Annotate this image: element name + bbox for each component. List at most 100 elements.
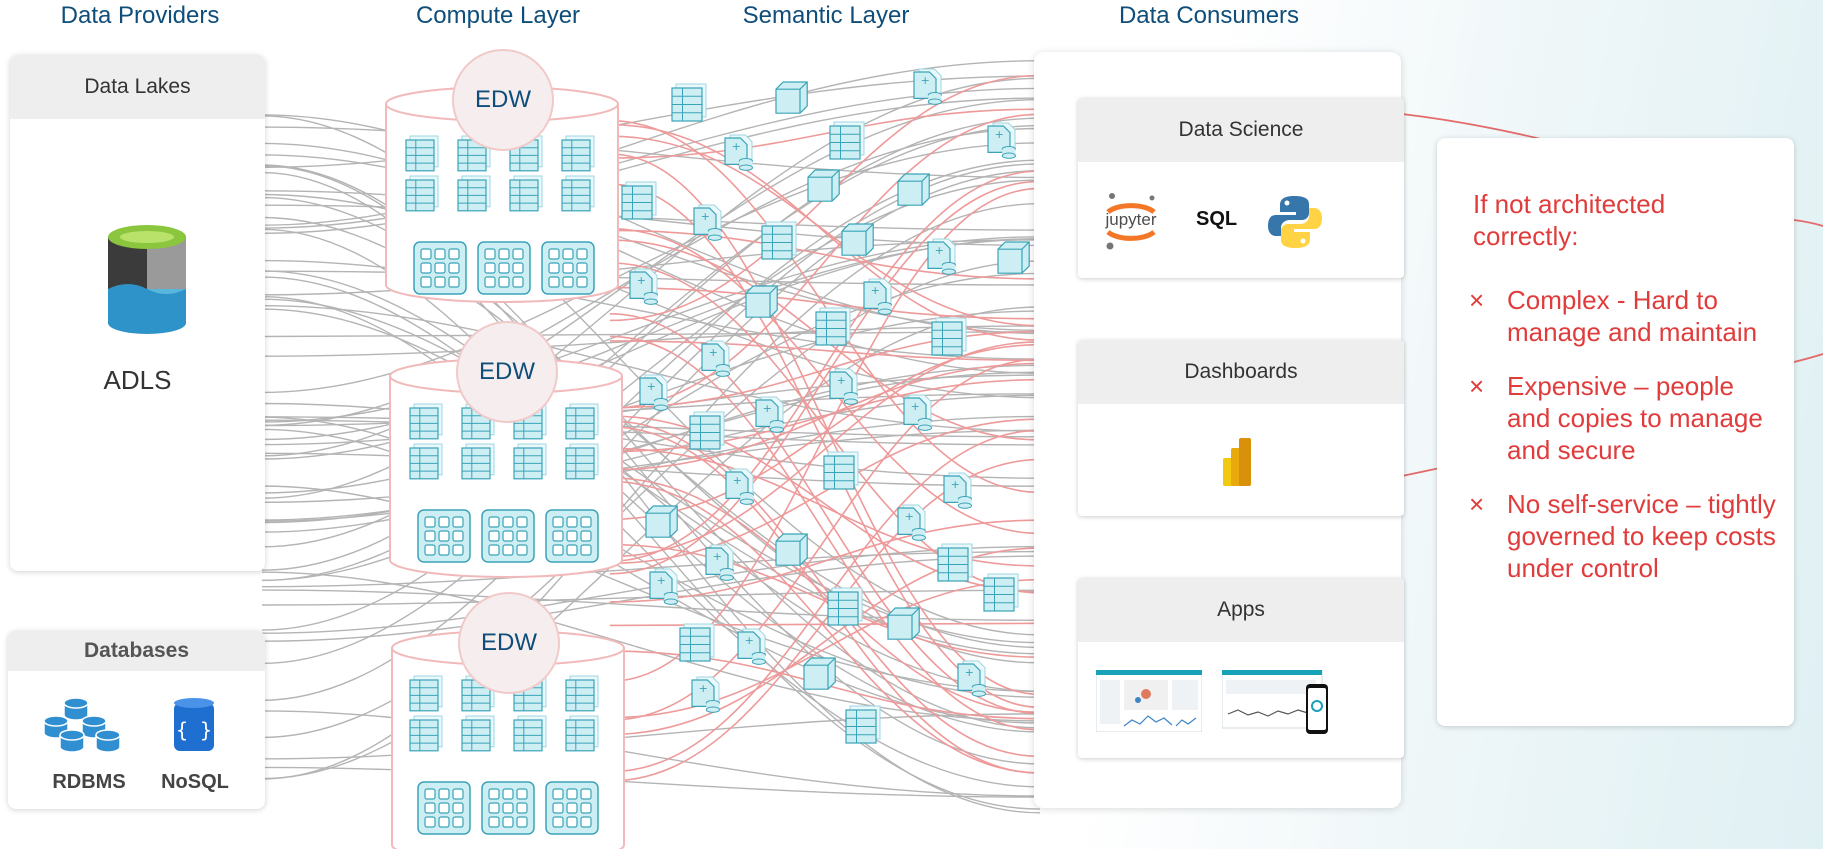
bullet-text: Expensive – people and copies to manage … <box>1507 371 1763 465</box>
red-connection-line <box>609 519 1041 603</box>
cube-icon <box>745 285 778 318</box>
callout-bullet: × No self-service – tightly governed to … <box>1469 488 1779 584</box>
red-connection-line <box>609 123 1041 341</box>
adls-icon <box>102 223 192 340</box>
table-icon <box>931 317 967 356</box>
svg-text:+: + <box>647 380 656 393</box>
red-connection-line <box>609 415 1041 593</box>
data-lakes-card: Data Lakes ADLS <box>10 55 265 571</box>
edw-badge-2: EDW <box>456 321 558 423</box>
table-icon <box>845 705 881 744</box>
gray-connection-line <box>261 203 1041 780</box>
red-connection-line <box>609 330 1041 409</box>
red-connection-line <box>609 378 1041 453</box>
callout-bullet: × Expensive – people and copies to manag… <box>1469 370 1779 466</box>
gray-connection-line <box>261 270 1041 692</box>
svg-text:+: + <box>935 244 944 257</box>
gray-connection-line <box>261 402 1041 479</box>
table-icon <box>689 411 725 450</box>
svg-text:+: + <box>763 402 772 415</box>
document-db-icon: + <box>691 676 721 713</box>
document-db-icon: + <box>897 504 927 541</box>
apps-card: Apps <box>1078 578 1404 758</box>
header-compute-layer: Compute Layer <box>415 2 581 29</box>
red-connection-line <box>609 286 1041 320</box>
edw-badge-3: EDW <box>458 592 560 694</box>
table-icon <box>565 675 599 712</box>
table-icon <box>815 307 851 346</box>
header-data-providers: Data Providers <box>60 2 220 29</box>
svg-text:+: + <box>733 474 742 487</box>
gray-connection-line <box>261 60 1041 226</box>
red-connection-line <box>609 622 1041 627</box>
gray-connection-line <box>261 97 1041 234</box>
red-connection-line <box>609 420 1041 758</box>
document-db-icon: + <box>913 68 943 105</box>
nosql-icon: { } <box>170 697 218 762</box>
app-screenshot-2 <box>1221 669 1334 741</box>
table-icon <box>405 175 439 212</box>
svg-text:+: + <box>951 478 960 491</box>
edw-badge-1: EDW <box>452 49 554 151</box>
nosql-label: NoSQL <box>161 771 229 793</box>
gray-connection-line <box>261 416 1041 438</box>
table-icon <box>565 443 599 480</box>
table-icon <box>409 443 443 480</box>
svg-text:+: + <box>745 634 754 647</box>
table-icon <box>937 543 973 582</box>
cube-icon <box>807 169 840 202</box>
red-connection-line <box>609 108 1041 159</box>
dashboards-title: Dashboards <box>1078 340 1404 404</box>
gray-connection-line <box>261 416 1041 698</box>
document-db-icon: + <box>927 238 957 275</box>
svg-text:+: + <box>911 400 920 413</box>
table-icon <box>513 715 547 752</box>
gray-connection-line <box>261 124 1041 548</box>
table-icon <box>409 675 443 712</box>
svg-text:+: + <box>657 574 666 587</box>
red-connection-line <box>609 358 1041 721</box>
red-connection-line <box>609 429 1041 773</box>
svg-text:+: + <box>637 274 646 287</box>
document-db-icon: + <box>943 472 973 509</box>
red-connection-line <box>609 477 1041 714</box>
svg-text:+: + <box>837 374 846 387</box>
cube-icon <box>887 607 920 640</box>
grid-icon <box>545 781 599 835</box>
table-icon <box>405 135 439 172</box>
table-icon <box>409 403 443 440</box>
jupyter-label: jupyter <box>1105 210 1157 229</box>
document-db-icon: + <box>693 204 723 241</box>
svg-text:+: + <box>965 666 974 679</box>
document-db-icon: + <box>987 122 1017 159</box>
svg-text:+: + <box>921 74 930 87</box>
table-icon <box>457 175 491 212</box>
app-screenshot-1 <box>1095 669 1203 737</box>
gray-connection-line <box>261 710 1041 797</box>
table-icon <box>983 573 1019 612</box>
svg-text:+: + <box>732 140 741 153</box>
gray-connection-line <box>261 296 1041 788</box>
gray-connection-line <box>261 371 1041 524</box>
grid-icon <box>545 509 599 563</box>
rdbms-label: RDBMS <box>52 771 126 793</box>
gray-connection-line <box>261 589 1041 606</box>
red-connection-line <box>609 343 1041 521</box>
gray-connection-line <box>261 236 1041 423</box>
document-db-icon: + <box>649 568 679 605</box>
document-db-icon: + <box>629 268 659 305</box>
warning-callout-box: If not architected correctly: × Complex … <box>1437 138 1794 726</box>
table-icon <box>761 221 797 260</box>
red-connection-line <box>609 229 1041 280</box>
cube-icon <box>645 505 678 538</box>
table-icon <box>679 623 715 662</box>
grid-icon <box>481 781 535 835</box>
gray-connection-line <box>261 331 1041 338</box>
databases-card: Databases { } RDBMS NoSQL <box>8 631 265 809</box>
gray-connection-line <box>261 766 1041 798</box>
table-icon <box>565 403 599 440</box>
svg-text:+: + <box>709 346 718 359</box>
red-connection-line <box>609 113 1041 409</box>
grid-icon <box>541 241 595 295</box>
